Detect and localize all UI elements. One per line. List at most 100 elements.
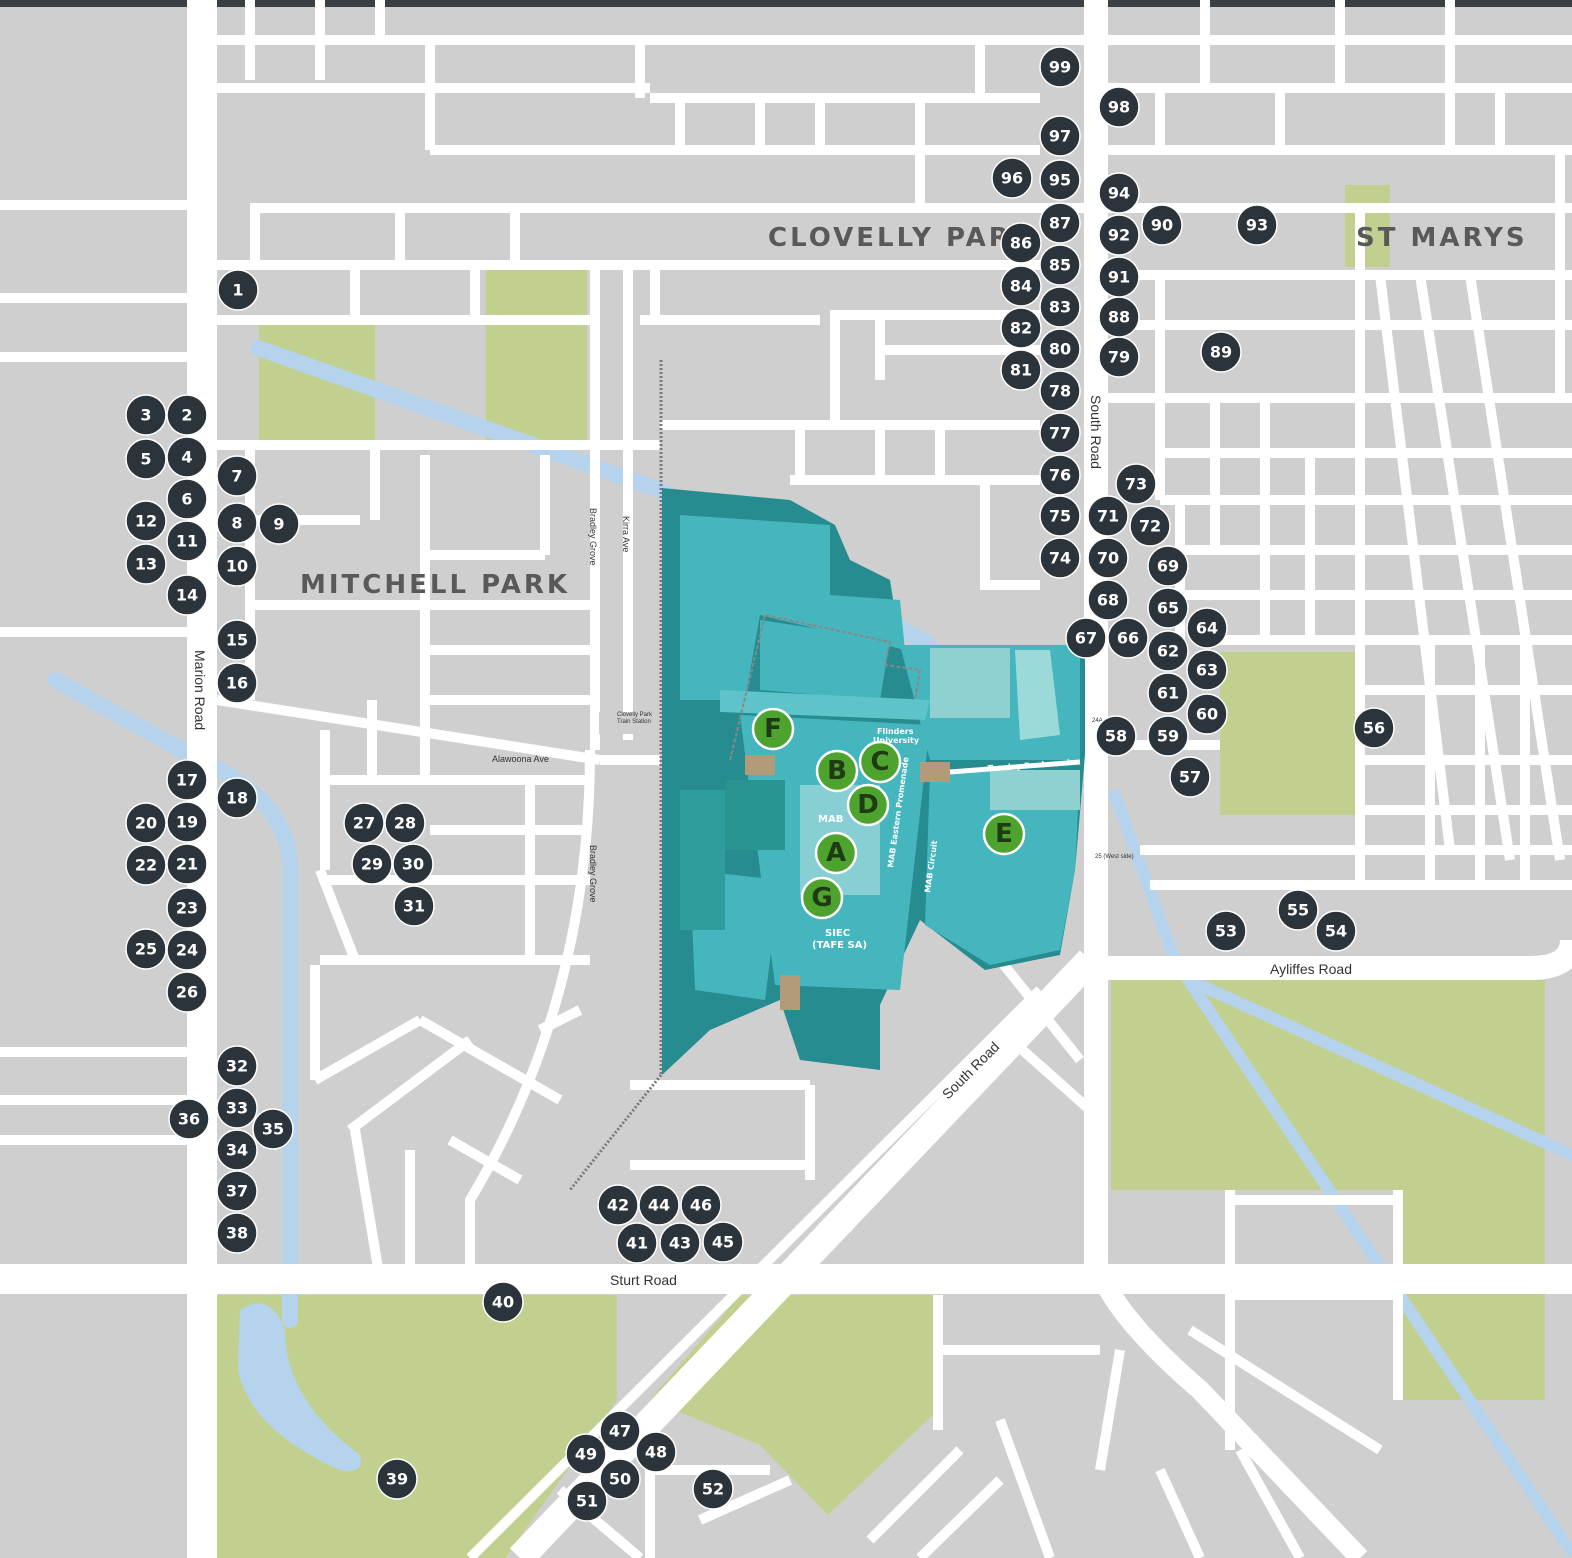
parking-marker-circle[interactable]: [1186, 607, 1228, 649]
parking-marker-circle[interactable]: [1087, 495, 1129, 537]
parking-marker-76[interactable]: 76: [1039, 454, 1081, 496]
parking-marker-56[interactable]: 56: [1353, 707, 1395, 749]
parking-marker-circle[interactable]: [216, 455, 258, 497]
parking-marker-circle[interactable]: [125, 394, 167, 436]
parking-marker-circle[interactable]: [1147, 587, 1189, 629]
parking-marker-circle[interactable]: [166, 478, 208, 520]
parking-marker-93[interactable]: 93: [1236, 204, 1278, 246]
parking-marker-47[interactable]: 47: [599, 1410, 641, 1452]
parking-marker-circle[interactable]: [1186, 693, 1228, 735]
parking-marker-70[interactable]: 70: [1087, 537, 1129, 579]
parking-marker-26[interactable]: 26: [166, 971, 208, 1013]
parking-marker-59[interactable]: 59: [1147, 715, 1189, 757]
parking-marker-78[interactable]: 78: [1039, 370, 1081, 412]
parking-marker-62[interactable]: 62: [1147, 630, 1189, 672]
parking-marker-86[interactable]: 86: [1000, 222, 1042, 264]
parking-marker-4[interactable]: 4: [166, 436, 208, 478]
parking-marker-63[interactable]: 63: [1186, 649, 1228, 691]
parking-marker-circle[interactable]: [702, 1221, 744, 1263]
parking-marker-22[interactable]: 22: [125, 844, 167, 886]
parking-marker-circle[interactable]: [635, 1431, 677, 1473]
parking-marker-circle[interactable]: [392, 843, 434, 885]
parking-marker-77[interactable]: 77: [1039, 412, 1081, 454]
parking-marker-circle[interactable]: [166, 520, 208, 562]
parking-marker-circle[interactable]: [216, 502, 258, 544]
parking-marker-circle[interactable]: [258, 503, 300, 545]
parking-marker-circle[interactable]: [599, 1410, 641, 1452]
parking-marker-92[interactable]: 92: [1098, 214, 1140, 256]
parking-marker-31[interactable]: 31: [393, 885, 435, 927]
building-marker-circle[interactable]: [751, 707, 795, 751]
parking-marker-circle[interactable]: [376, 1458, 418, 1500]
parking-marker-16[interactable]: 16: [216, 662, 258, 704]
parking-marker-48[interactable]: 48: [635, 1431, 677, 1473]
parking-marker-88[interactable]: 88: [1098, 296, 1140, 338]
parking-marker-30[interactable]: 30: [392, 843, 434, 885]
parking-marker-circle[interactable]: [216, 1170, 258, 1212]
parking-marker-circle[interactable]: [1169, 756, 1211, 798]
parking-marker-circle[interactable]: [1039, 370, 1081, 412]
parking-marker-35[interactable]: 35: [252, 1108, 294, 1150]
parking-marker-circle[interactable]: [1039, 328, 1081, 370]
building-marker-circle[interactable]: [982, 812, 1026, 856]
parking-marker-circle[interactable]: [1039, 115, 1081, 157]
parking-marker-61[interactable]: 61: [1147, 672, 1189, 714]
parking-marker-97[interactable]: 97: [1039, 115, 1081, 157]
parking-marker-32[interactable]: 32: [216, 1045, 258, 1087]
parking-marker-60[interactable]: 60: [1186, 693, 1228, 735]
parking-marker-80[interactable]: 80: [1039, 328, 1081, 370]
parking-marker-84[interactable]: 84: [1000, 265, 1042, 307]
parking-marker-2[interactable]: 2: [166, 394, 208, 436]
parking-marker-99[interactable]: 99: [1039, 46, 1081, 88]
parking-marker-9[interactable]: 9: [258, 503, 300, 545]
parking-marker-circle[interactable]: [351, 843, 393, 885]
parking-marker-33[interactable]: 33: [216, 1087, 258, 1129]
parking-marker-circle[interactable]: [1039, 46, 1081, 88]
parking-marker-circle[interactable]: [166, 759, 208, 801]
parking-marker-85[interactable]: 85: [1039, 244, 1081, 286]
parking-marker-circle[interactable]: [166, 801, 208, 843]
parking-marker-13[interactable]: 13: [125, 543, 167, 585]
building-marker-circle[interactable]: [815, 749, 859, 793]
parking-marker-circle[interactable]: [1200, 331, 1242, 373]
parking-marker-circle[interactable]: [166, 887, 208, 929]
parking-marker-87[interactable]: 87: [1039, 202, 1081, 244]
parking-marker-circle[interactable]: [384, 802, 426, 844]
building-marker-circle[interactable]: [846, 783, 890, 827]
building-marker-F[interactable]: F: [751, 707, 795, 751]
parking-marker-circle[interactable]: [1039, 286, 1081, 328]
parking-marker-circle[interactable]: [1039, 454, 1081, 496]
parking-marker-circle[interactable]: [1039, 537, 1081, 579]
parking-marker-circle[interactable]: [1115, 463, 1157, 505]
parking-marker-circle[interactable]: [1000, 265, 1042, 307]
parking-marker-circle[interactable]: [1147, 715, 1189, 757]
parking-marker-circle[interactable]: [1147, 672, 1189, 714]
parking-marker-circle[interactable]: [216, 662, 258, 704]
parking-marker-91[interactable]: 91: [1098, 256, 1140, 298]
parking-marker-25[interactable]: 25: [125, 928, 167, 970]
parking-marker-circle[interactable]: [1098, 172, 1140, 214]
parking-marker-72[interactable]: 72: [1129, 505, 1171, 547]
parking-marker-14[interactable]: 14: [166, 574, 208, 616]
parking-marker-circle[interactable]: [1186, 649, 1228, 691]
parking-marker-67[interactable]: 67: [1065, 617, 1107, 659]
parking-marker-94[interactable]: 94: [1098, 172, 1140, 214]
parking-marker-circle[interactable]: [1147, 545, 1189, 587]
parking-marker-circle[interactable]: [1277, 889, 1319, 931]
building-marker-circle[interactable]: [814, 831, 858, 875]
parking-marker-circle[interactable]: [616, 1222, 658, 1264]
parking-marker-68[interactable]: 68: [1087, 579, 1129, 621]
building-marker-G[interactable]: G: [800, 876, 844, 920]
parking-marker-10[interactable]: 10: [216, 545, 258, 587]
parking-marker-38[interactable]: 38: [216, 1212, 258, 1254]
parking-marker-89[interactable]: 89: [1200, 331, 1242, 373]
parking-marker-circle[interactable]: [166, 843, 208, 885]
parking-marker-circle[interactable]: [216, 777, 258, 819]
parking-marker-81[interactable]: 81: [1000, 349, 1042, 391]
parking-marker-23[interactable]: 23: [166, 887, 208, 929]
parking-marker-12[interactable]: 12: [125, 500, 167, 542]
parking-marker-circle[interactable]: [166, 971, 208, 1013]
parking-marker-45[interactable]: 45: [702, 1221, 744, 1263]
parking-marker-circle[interactable]: [597, 1184, 639, 1226]
parking-marker-circle[interactable]: [125, 928, 167, 970]
